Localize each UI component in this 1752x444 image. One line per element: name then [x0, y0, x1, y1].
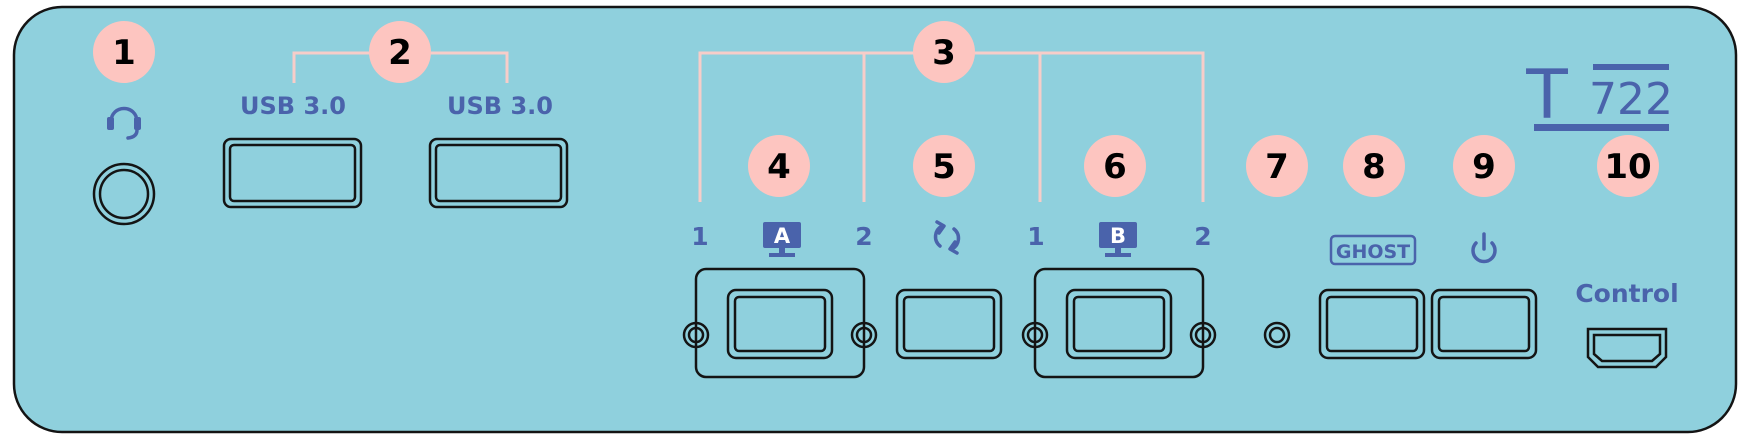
svg-text:1: 1	[112, 33, 136, 73]
monitor-a-icon: A	[763, 222, 801, 257]
control-label: Control	[1575, 279, 1678, 308]
callout-7: 7	[1246, 135, 1308, 197]
usb-port-right[interactable]	[428, 137, 569, 209]
callout-3: 3	[913, 21, 975, 83]
port-b-channel-2: 2	[1194, 222, 1211, 251]
port-a-channel-1: 1	[691, 222, 708, 251]
callout-badges: 1 2 3 4 5 6 7 8	[93, 21, 1659, 197]
svg-text:4: 4	[767, 147, 791, 187]
port-b-screw-left	[1021, 321, 1049, 349]
port-b-channel-1: 1	[1027, 222, 1044, 251]
logo-letter: T	[1525, 56, 1568, 135]
logo-model: 722	[1589, 74, 1673, 125]
swap-button[interactable]	[895, 288, 1003, 360]
swap-cycle-icon	[933, 220, 961, 255]
svg-text:5: 5	[932, 147, 956, 187]
callout-10: 10	[1597, 135, 1659, 197]
callout-6: 6	[1084, 135, 1146, 197]
monitor-b-icon: B	[1099, 222, 1137, 257]
svg-text:7: 7	[1265, 147, 1289, 187]
callout-1: 1	[93, 21, 155, 83]
panel-body	[12, 5, 1738, 434]
port-b-screw-right	[1189, 321, 1217, 349]
indicator-light	[1263, 321, 1291, 349]
port-a-connector[interactable]	[726, 288, 834, 360]
port-a-screw-right	[850, 321, 878, 349]
usb-label-left: USB 3.0	[240, 92, 346, 120]
callout-8: 8	[1343, 135, 1405, 197]
usb-label-right: USB 3.0	[447, 92, 553, 120]
ghost-label-box: GHOST	[1329, 234, 1417, 266]
svg-text:8: 8	[1362, 147, 1386, 187]
svg-text:B: B	[1110, 224, 1126, 248]
ghost-button[interactable]	[1318, 288, 1426, 360]
headphones-icon	[107, 106, 141, 140]
control-port[interactable]	[1586, 327, 1668, 369]
callout-4: 4	[748, 135, 810, 197]
power-button[interactable]	[1430, 288, 1538, 360]
svg-text:6: 6	[1103, 147, 1127, 187]
svg-text:3: 3	[932, 33, 956, 73]
port-b-connector[interactable]	[1065, 288, 1173, 360]
port-a-screw-left	[682, 321, 710, 349]
power-icon	[1471, 232, 1497, 264]
svg-text:2: 2	[388, 33, 412, 73]
callout-9: 9	[1453, 135, 1515, 197]
callout-2: 2	[369, 21, 431, 83]
svg-text:10: 10	[1604, 147, 1651, 187]
ghost-label: GHOST	[1336, 241, 1410, 263]
port-a-channel-2: 2	[855, 222, 872, 251]
svg-text:A: A	[774, 224, 791, 248]
callout-5: 5	[913, 135, 975, 197]
usb-port-left[interactable]	[222, 137, 363, 209]
svg-text:9: 9	[1472, 147, 1496, 187]
headphone-jack[interactable]	[92, 162, 156, 226]
brand-logo: T 722	[1525, 56, 1673, 135]
